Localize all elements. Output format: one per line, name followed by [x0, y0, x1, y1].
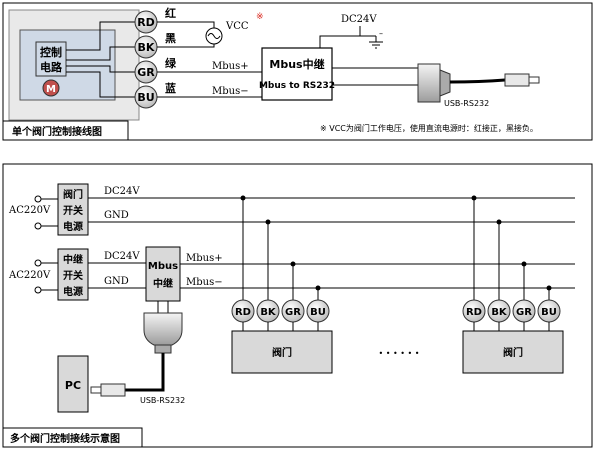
wire-color-blue: 蓝 — [165, 81, 176, 95]
mbus-minus-label: Mbus− — [212, 86, 249, 97]
mbus-plus-bus-label: Mbus+ — [186, 253, 223, 264]
controller-label-2: 电路 — [40, 60, 63, 74]
svg-text:阀门: 阀门 — [63, 188, 83, 201]
terminal-bu: BU — [134, 85, 158, 109]
relay-psu-box — [57, 248, 89, 301]
pc-box — [57, 355, 89, 413]
svg-text:电源: 电源 — [63, 220, 83, 233]
mbus-minus-bus-label: Mbus− — [186, 277, 223, 288]
mbus-relay-box-2 — [145, 246, 181, 302]
svg-text:BU: BU — [310, 307, 326, 318]
svg-text:RD: RD — [466, 307, 482, 318]
valve-box-1 — [231, 330, 333, 374]
svg-text:中继: 中继 — [153, 277, 173, 290]
relay-subtitle: Mbus to RS232 — [259, 81, 335, 91]
svg-text:电源: 电源 — [63, 285, 83, 298]
top-panel: 控制 电路 M RD BK GR BU 红 黑 绿 蓝 — [2, 2, 593, 141]
dc24v-label: DC24V — [341, 14, 377, 25]
terminal-bk: BK — [134, 35, 158, 59]
motor-icon — [42, 79, 60, 97]
svg-text:GR: GR — [137, 66, 155, 79]
svg-text:开关: 开关 — [63, 204, 83, 217]
dc24v-relay-label: DC24V — [104, 251, 140, 262]
svg-text:BU: BU — [137, 91, 154, 104]
top-caption: 单个阀门控制接线图 — [12, 125, 102, 138]
pc-label: PC — [65, 379, 81, 392]
ac220v-label-2: AC220V — [8, 270, 51, 281]
controller-label-1: 控制 — [40, 45, 62, 59]
controller-box — [19, 29, 116, 101]
wire-color-red: 红 — [165, 6, 176, 20]
vcc-label: VCC — [225, 21, 249, 32]
svg-text:BK: BK — [260, 307, 277, 318]
usb-plug-icon — [504, 73, 530, 87]
mbus-plus-label: Mbus+ — [212, 61, 249, 72]
bottom-caption: 多个阀门控制接线示意图 — [10, 432, 120, 445]
svg-text:BU: BU — [541, 307, 557, 318]
ellipsis: • • • • • • — [378, 349, 419, 358]
svg-text:中继: 中继 — [63, 253, 83, 266]
terminal-rd: RD — [134, 10, 158, 34]
svg-text:RD: RD — [235, 307, 251, 318]
gnd-relay-label: GND — [104, 276, 129, 287]
valve-group-1: RD BK GR BU 阀门 — [231, 195, 333, 374]
svg-text:GR: GR — [516, 307, 532, 318]
valve-box-2 — [462, 330, 564, 374]
motor-letter: M — [46, 84, 56, 95]
ac220v-label-1: AC220V — [8, 205, 51, 216]
terminal-gr: GR — [134, 60, 158, 84]
valve-label-2: 阀门 — [503, 346, 523, 359]
gnd-bus-label: GND — [104, 210, 129, 221]
svg-text:RD: RD — [137, 16, 155, 29]
db9-connector-2 — [143, 312, 183, 346]
valve-psu-box — [57, 183, 89, 236]
svg-text:Mbus: Mbus — [148, 261, 178, 272]
usb-label-2: USB-RS232 — [140, 396, 185, 405]
svg-text:BK: BK — [491, 307, 508, 318]
dc24v-bus-label: DC24V — [104, 186, 140, 197]
svg-text:GR: GR — [285, 307, 301, 318]
bottom-panel: AC220V AC220V 阀门 开关 电源 中继 开关 电源 DC24V GN… — [2, 163, 593, 448]
mbus-relay-box — [261, 47, 333, 101]
relay-title: Mbus中继 — [269, 57, 324, 71]
svg-text:–: – — [379, 29, 383, 38]
usb-label: USB-RS232 — [444, 99, 489, 108]
usb-plug-icon-2 — [100, 383, 126, 397]
svg-text:BK: BK — [138, 41, 155, 54]
wire-color-green: 绿 — [165, 56, 177, 70]
valve-group-2: RD BK GR BU 阀门 — [462, 195, 564, 374]
vcc-mark: ※ — [256, 12, 264, 22]
wire-color-black: 黑 — [165, 32, 176, 45]
svg-text:开关: 开关 — [63, 269, 83, 282]
db9-connector — [417, 63, 441, 103]
valve-label-1: 阀门 — [272, 346, 292, 359]
vcc-note: ※ VCC为阀门工作电压，使用直流电源时：红接正，黑接负。 — [320, 123, 538, 133]
